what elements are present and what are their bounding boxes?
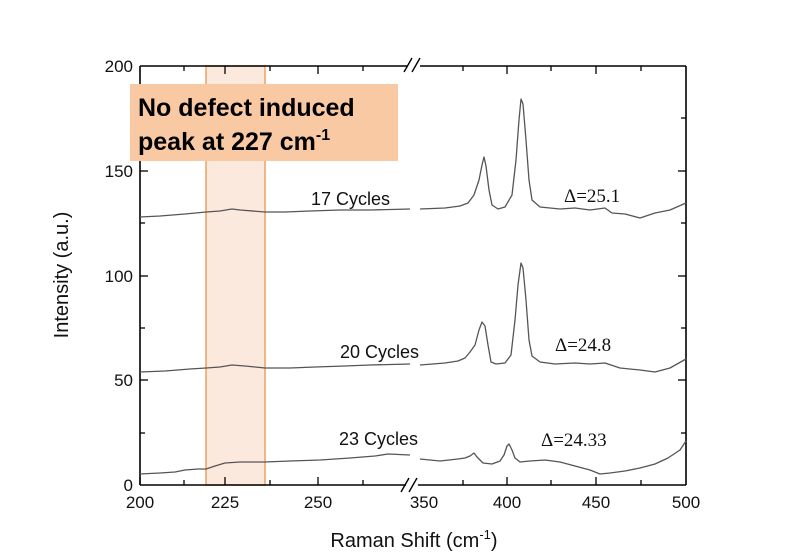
x-tick-225: 225 — [211, 493, 239, 512]
delta-20-cycles: Δ=24.8 — [555, 335, 611, 356]
series-labels: 17 Cycles 20 Cycles 23 Cycles Δ=25.1 Δ=2… — [311, 186, 620, 451]
x-tick-450: 450 — [582, 493, 610, 512]
traces — [139, 98, 687, 475]
trace-23-cycles — [139, 440, 687, 475]
y-ticks — [140, 117, 686, 434]
callout-line-2: peak at 227 cm-1 — [138, 127, 330, 156]
callout-line-1: No defect induced — [138, 94, 355, 122]
callout-box: No defect induced peak at 227 cm-1 — [130, 84, 398, 161]
x-tick-500: 500 — [672, 493, 700, 512]
trace-17-cycles — [139, 98, 687, 219]
x-tick-350: 350 — [410, 493, 438, 512]
label-20-cycles: 20 Cycles — [340, 342, 419, 362]
label-17-cycles: 17 Cycles — [311, 189, 390, 209]
y-tick-100: 100 — [105, 267, 133, 286]
trace-20-cycles — [139, 262, 687, 373]
label-23-cycles: 23 Cycles — [339, 429, 418, 449]
x-tick-400: 400 — [493, 493, 521, 512]
x-axis-title: Raman Shift (cm-1) — [330, 527, 497, 552]
y-axis-title: Intensity (a.u.) — [51, 212, 73, 339]
x-tick-250: 250 — [304, 493, 332, 512]
y-tick-200: 200 — [105, 57, 133, 76]
delta-17-cycles: Δ=25.1 — [564, 186, 620, 207]
y-tick-50: 50 — [114, 371, 133, 390]
y-tick-0: 0 — [124, 476, 133, 495]
y-tick-150: 150 — [105, 162, 133, 181]
y-tick-labels: 0 50 100 150 200 — [105, 57, 133, 495]
x-tick-labels: 200 225 250 350 400 450 500 — [126, 493, 700, 512]
delta-23-cycles: Δ=24.33 — [541, 430, 607, 451]
x-ticks — [139, 66, 642, 485]
axis-break-icon — [400, 57, 421, 493]
x-tick-200: 200 — [126, 493, 154, 512]
